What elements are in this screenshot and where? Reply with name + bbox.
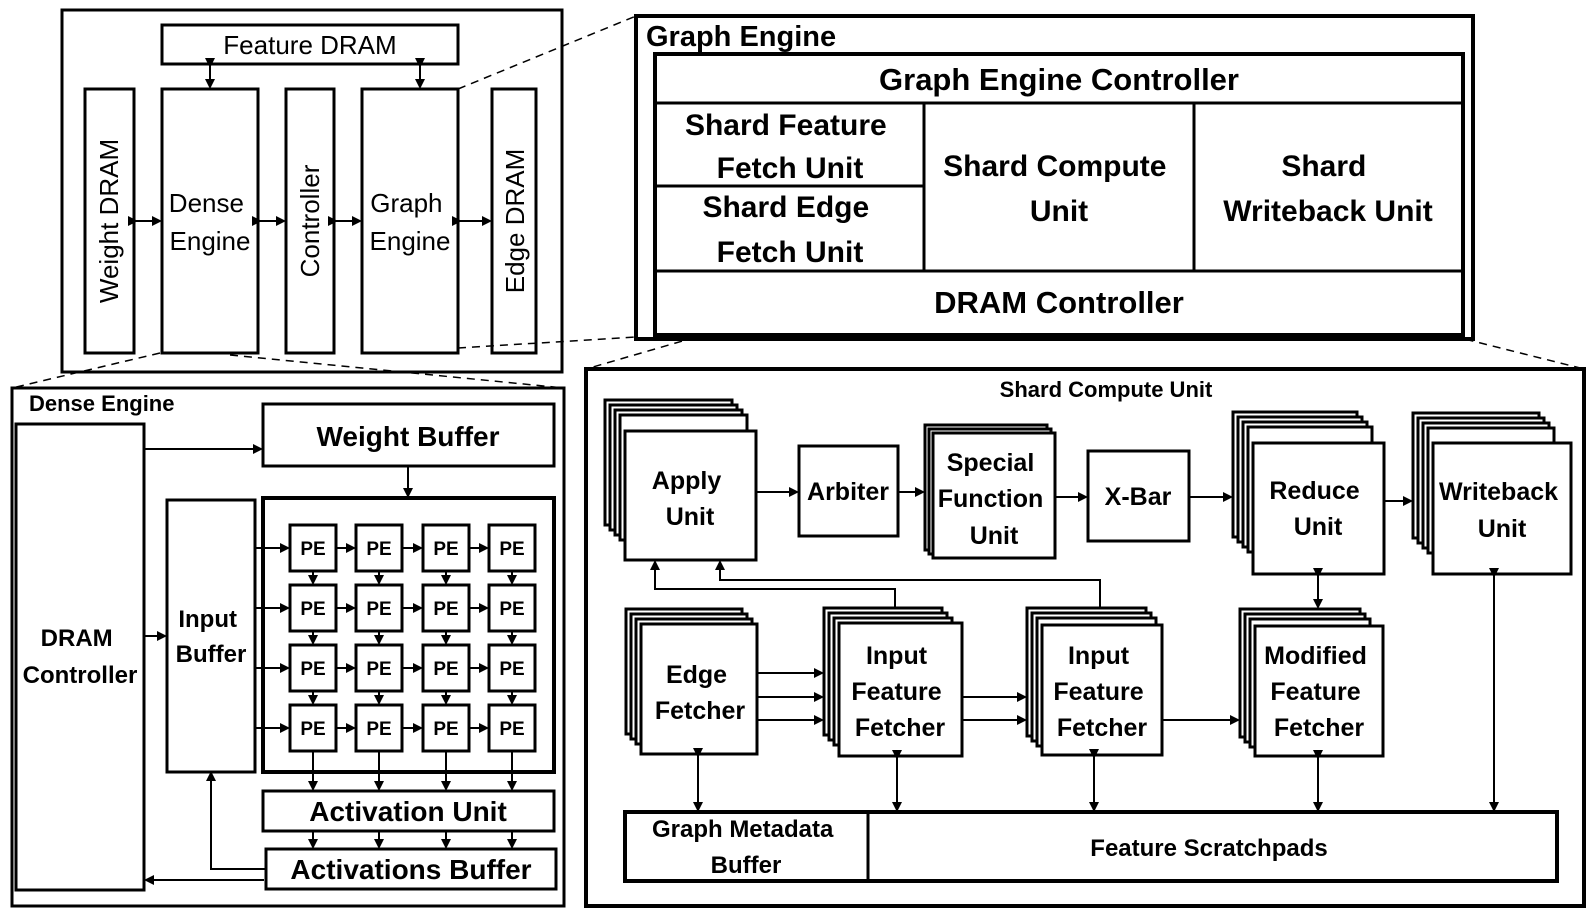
- input-feature-fetcher-1-label: Input Feature Fetcher: [851, 642, 948, 742]
- pe-label: PE: [433, 719, 458, 740]
- pe-label: PE: [300, 659, 325, 680]
- edge-fetcher-label: Edge Fetcher: [655, 661, 746, 725]
- special-function-unit-stack: [923, 423, 1057, 560]
- apply-unit-stack: [603, 398, 758, 562]
- reduce-unit-label: Reduce Unit: [1269, 477, 1366, 541]
- activation-unit-block: [261, 789, 556, 833]
- pe-cell: [288, 643, 338, 693]
- pe-label: PE: [366, 599, 391, 620]
- dense-engine-title: Dense Engine: [29, 391, 174, 416]
- edge-fetcher-stack: [624, 607, 759, 756]
- controller-block: [284, 87, 336, 355]
- weight-dram-label: Weight DRAM: [94, 139, 124, 303]
- reduce-unit-stack: [1231, 410, 1386, 576]
- edge-dram-block: [490, 87, 538, 355]
- pe-label: PE: [366, 539, 391, 560]
- scratchpad-bar: [623, 810, 1559, 883]
- pe-label: PE: [499, 659, 524, 680]
- edge-dram-label: Edge DRAM: [500, 149, 530, 294]
- pe-cell: [288, 523, 338, 573]
- weight-buffer-label: Weight Buffer: [316, 421, 499, 452]
- pe-label: PE: [433, 599, 458, 620]
- shard-writeback-unit-label: Shard Writeback Unit: [1223, 150, 1433, 228]
- graph-engine-panel: Graph Engine Graph Engine Controller Sha…: [634, 14, 1475, 341]
- pe-label: PE: [433, 539, 458, 560]
- modified-feature-fetcher-stack: [1238, 607, 1385, 758]
- xbar-label: X-Bar: [1105, 483, 1172, 511]
- arbiter-label: Arbiter: [807, 478, 889, 506]
- feature-scratchpads-label: Feature Scratchpads: [1090, 835, 1327, 862]
- feature-dram-block: [160, 23, 460, 66]
- pe-label: PE: [433, 659, 458, 680]
- pe-cell: [354, 703, 404, 753]
- arbiter-block: [797, 444, 900, 538]
- shard-compute-unit-panel: Shard Compute Unit Apply Unit Arbiter Sp…: [584, 367, 1586, 908]
- pe-label: PE: [300, 719, 325, 740]
- dense-engine-panel: Dense Engine DRAM Controller Weight Buff…: [10, 386, 566, 908]
- overview-panel: Feature DRAM Weight DRAM Dense Engine Co…: [60, 8, 564, 374]
- dense-dram-controller-label: DRAM Controller: [23, 625, 138, 689]
- shard-feature-fetch-unit-label: Shard Feature Fetch Unit: [685, 109, 895, 185]
- activations-buffer-label: Activations Buffer: [290, 854, 531, 885]
- shard-compute-unit-label: Shard Compute Unit: [943, 150, 1175, 228]
- pe-label: PE: [499, 539, 524, 560]
- pe-label: PE: [366, 659, 391, 680]
- apply-unit-label: Apply Unit: [652, 467, 728, 531]
- shard-edge-fetch-unit-label: Shard Edge Fetch Unit: [702, 191, 877, 269]
- xbar-block: [1086, 449, 1191, 543]
- input-feature-fetcher-2-stack: [1025, 606, 1164, 757]
- pe-cell: [421, 703, 471, 753]
- pe-cell: [288, 583, 338, 633]
- pe-label: PE: [366, 719, 391, 740]
- graph-engine-label: Graph Engine: [370, 188, 451, 256]
- input-feature-fetcher-2-label: Input Feature Fetcher: [1053, 642, 1150, 742]
- special-function-unit-label: Special Function Unit: [938, 449, 1050, 550]
- dense-engine-label: Dense Engine: [169, 188, 251, 256]
- modified-feature-fetcher-label: Modified Feature Fetcher: [1264, 642, 1374, 742]
- pe-cell: [354, 523, 404, 573]
- input-buffer-label: Input Buffer: [176, 606, 247, 668]
- graph-engine-title: Graph Engine: [646, 21, 836, 53]
- pe-label: PE: [499, 599, 524, 620]
- dense-dram-controller-block: [14, 422, 146, 892]
- graph-dram-controller-label: DRAM Controller: [934, 285, 1184, 320]
- input-buffer-block: [165, 498, 257, 774]
- graph-engine-controller-label: Graph Engine Controller: [879, 62, 1239, 97]
- activation-unit-label: Activation Unit: [309, 796, 507, 827]
- graph-engine-block: [360, 87, 460, 355]
- controller-label: Controller: [295, 164, 325, 277]
- pe-label: PE: [499, 719, 524, 740]
- writeback-unit-label: Writeback Unit: [1439, 478, 1565, 543]
- writeback-unit-stack: [1411, 411, 1573, 576]
- graph-metadata-buffer-label: Graph Metadata Buffer: [652, 816, 840, 879]
- pe-label: PE: [300, 599, 325, 620]
- feature-dram-label: Feature DRAM: [223, 30, 396, 60]
- shard-compute-unit-title: Shard Compute Unit: [1000, 377, 1213, 402]
- weight-dram-block: [83, 87, 136, 355]
- pe-cell: [487, 583, 537, 633]
- pe-label: PE: [300, 539, 325, 560]
- pe-grid: PE PE PE PE PE PE PE PE PE PE PE PE PE PE PE PE: [255, 523, 537, 791]
- dense-engine-block: [160, 87, 260, 355]
